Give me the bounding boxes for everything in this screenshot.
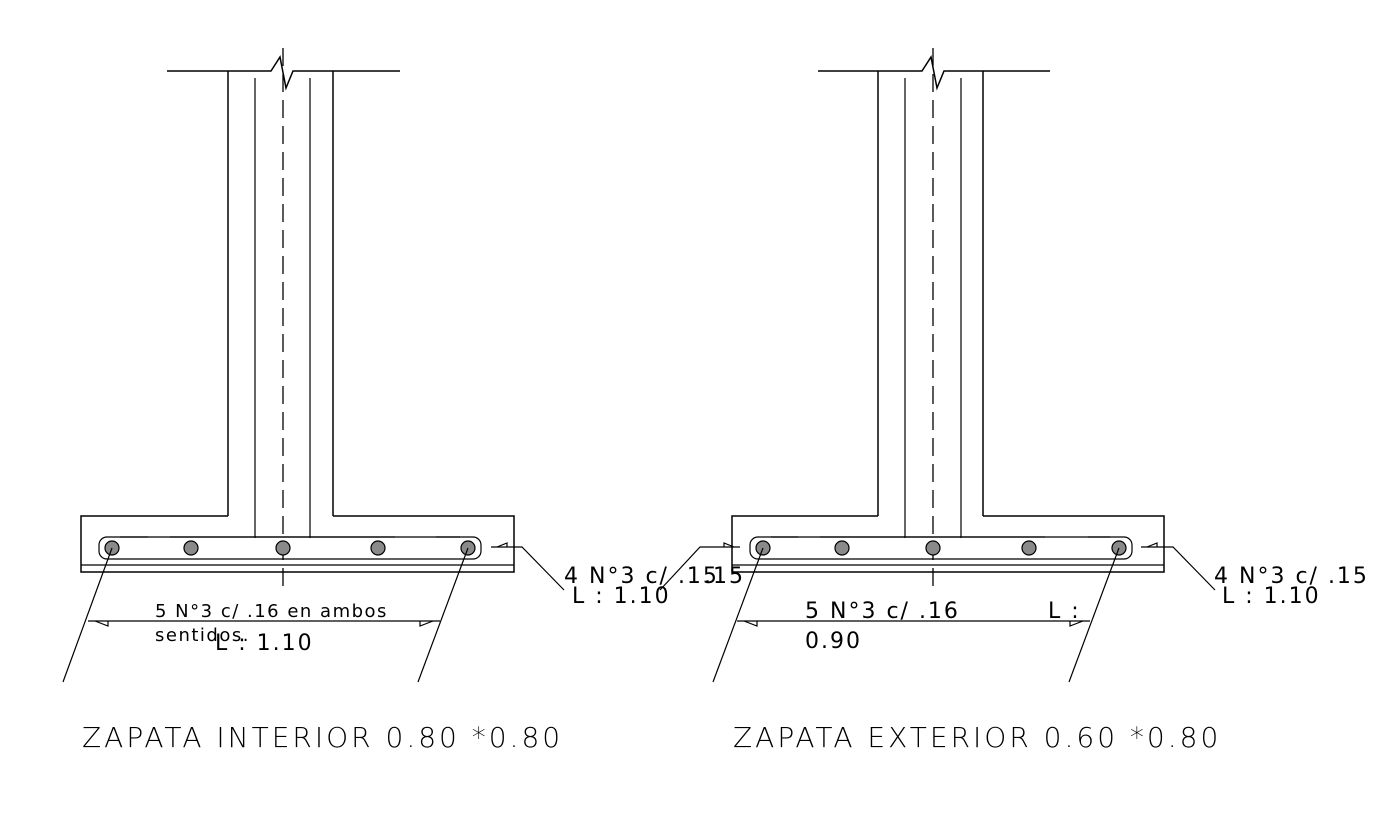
rebar-dot — [275, 540, 291, 556]
leader-line — [417, 547, 469, 683]
leader-line — [62, 547, 113, 683]
dimension-arrow — [419, 620, 434, 627]
interior-bottom-label-3: L : 1.10 — [215, 631, 314, 656]
rebar-dot — [834, 540, 850, 556]
interior-bottom-label-1: 5 N°3 c/ .16 en ambos — [155, 601, 388, 622]
rebar-dot — [370, 540, 386, 556]
leader-line — [1068, 547, 1120, 683]
break-line-top — [818, 55, 1050, 91]
exterior-footing: 4 N°3 c/ .15 L : 1.10 .15 5 N°3 c/ .16 L… — [659, 48, 1369, 754]
leader-line — [712, 547, 764, 683]
exterior-title: ZAPATA EXTERIOR 0.60 *0.80 — [733, 721, 1221, 754]
footing-outline — [80, 515, 515, 573]
interior-side-label-1: 4 N°3 c/ .15 — [564, 564, 719, 589]
side-leader — [491, 546, 565, 591]
break-line-top — [167, 55, 400, 91]
interior-title: ZAPATA INTERIOR 0.80 *0.80 — [82, 721, 563, 754]
dimension-arrow — [1069, 620, 1084, 627]
side-arrow — [723, 542, 735, 548]
rebar-dot — [925, 540, 941, 556]
bottom-rebar-mat — [749, 536, 1133, 560]
exterior-bottom-label-2: L : — [1048, 599, 1081, 624]
exterior-side-label-1: 4 N°3 c/ .15 — [1214, 564, 1369, 589]
dimension-arrow — [743, 620, 758, 627]
exterior-bottom-label-1: 5 N°3 c/ .16 — [805, 599, 960, 624]
interior-bottom-label-2: sentidos. — [155, 625, 250, 646]
rebar-dot — [1021, 540, 1037, 556]
side-arrow — [496, 542, 508, 548]
interior-side-label-2: L : 1.10 — [572, 584, 671, 609]
side-arrow — [1146, 542, 1158, 548]
interior-footing: 4 N°3 c/ .15 L : 1.10 5 N°3 c/ .16 en am… — [62, 48, 719, 754]
exterior-side-label-2: L : 1.10 — [1222, 584, 1321, 609]
side-leader — [1141, 546, 1216, 591]
exterior-bottom-label-3: 0.90 — [805, 629, 862, 654]
exterior-left-label: .15 — [704, 564, 745, 589]
footing-outline — [731, 515, 1165, 573]
rebar-dot — [183, 540, 199, 556]
dimension-arrow — [94, 620, 109, 627]
side-leader-left — [659, 546, 740, 591]
